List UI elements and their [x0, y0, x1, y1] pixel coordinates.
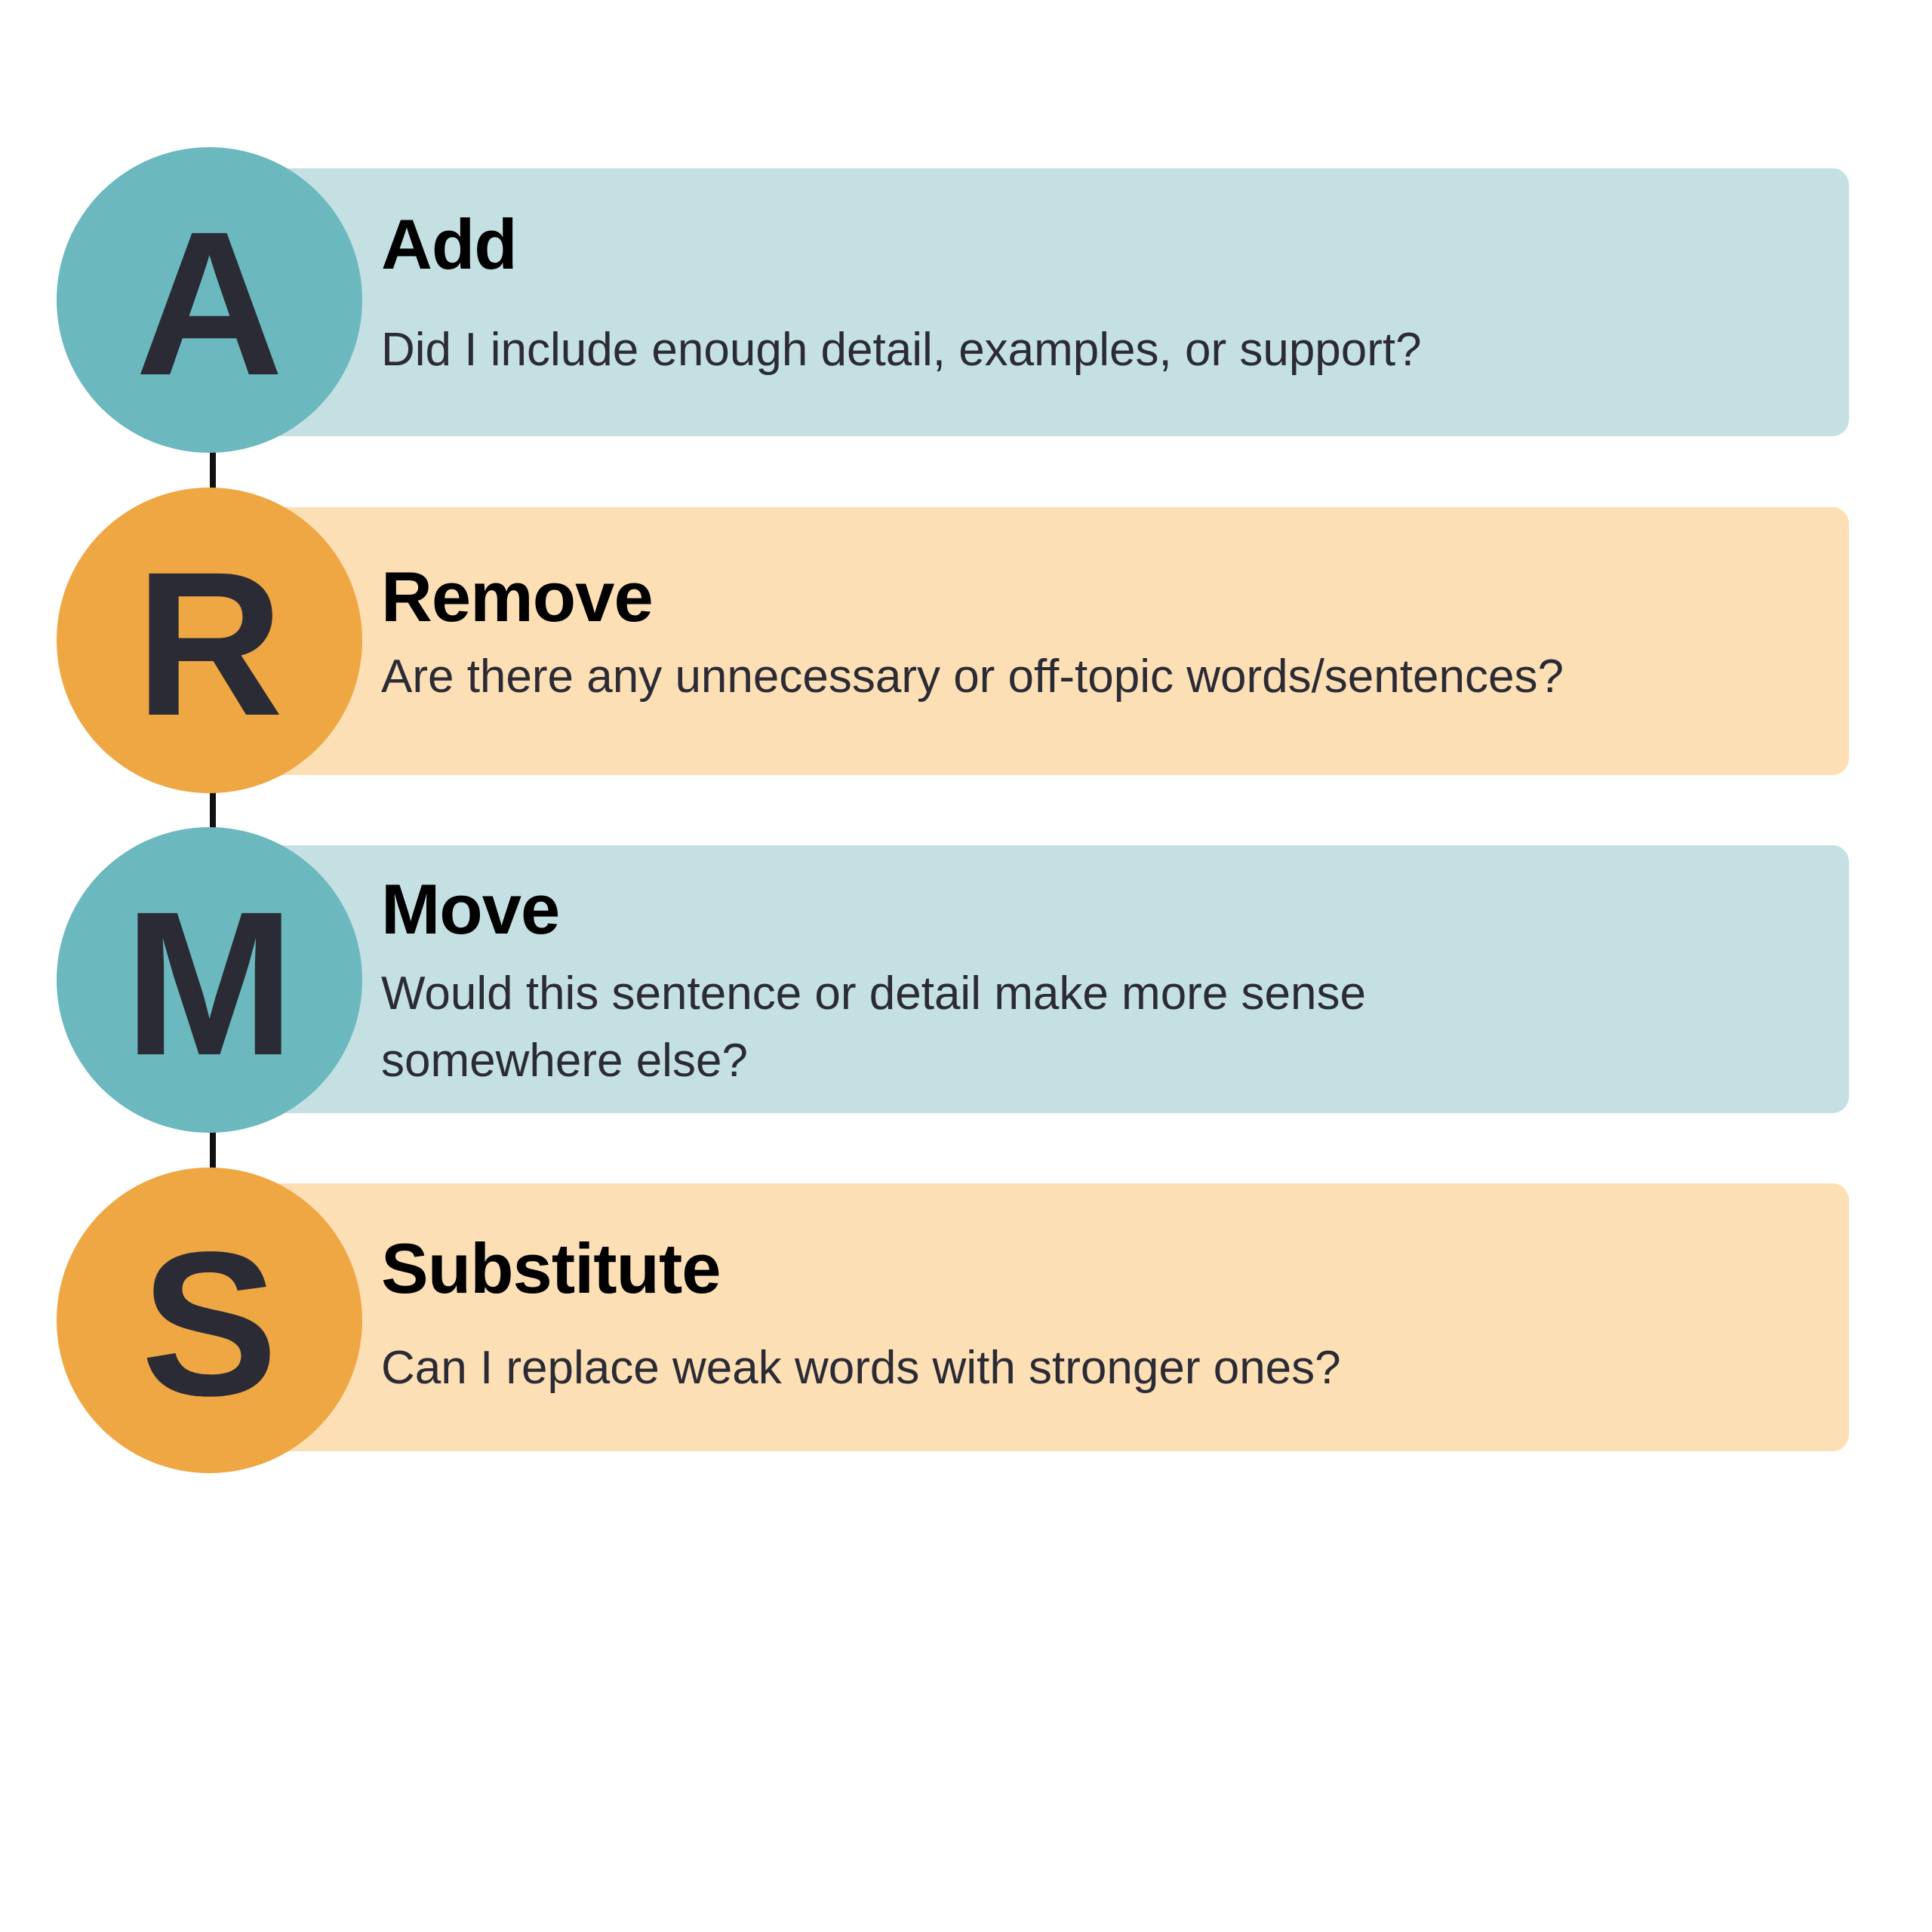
letter-s: S: [140, 1208, 278, 1438]
connector-line-m-s: [210, 1131, 216, 1169]
connector-line-a-r: [210, 451, 216, 489]
connector-line-r-m: [210, 792, 216, 829]
step-question-line-1: Would this sentence or detail make more …: [381, 968, 1366, 1020]
step-substitute-text: Substitute Can I replace weak words with…: [381, 1233, 1826, 1401]
step-question: Did I include enough detail, examples, o…: [381, 324, 1422, 376]
step-question-line-2: somewhere else?: [381, 1035, 748, 1087]
step-title: Substitute: [381, 1229, 721, 1308]
step-title: Move: [381, 869, 560, 949]
step-substitute-badge: S: [57, 1168, 362, 1473]
step-substitute-card: [226, 1183, 1849, 1451]
letter-a: A: [135, 188, 284, 418]
step-move: M Move Would this sentence or detail mak…: [0, 827, 1932, 1137]
step-remove-card: [226, 507, 1849, 775]
step-title: Add: [381, 205, 518, 284]
step-move-card: [226, 845, 1849, 1113]
step-add: A Add Did I include enough detail, examp…: [0, 147, 1932, 457]
step-move-text: Move Would this sentence or detail make …: [381, 874, 1826, 1094]
step-substitute: S Substitute Can I replace weak words wi…: [0, 1168, 1932, 1477]
step-question: Are there any unnecessary or off-topic w…: [381, 651, 1564, 703]
step-remove: R Remove Are there any unnecessary or of…: [0, 488, 1932, 797]
step-add-text: Add Did I include enough detail, example…: [381, 209, 1826, 383]
step-title: Remove: [381, 557, 654, 636]
step-remove-text: Remove Are there any unnecessary or off-…: [381, 561, 1826, 710]
step-question: Can I replace weak words with stronger o…: [381, 1342, 1341, 1394]
letter-m: M: [124, 868, 295, 1098]
step-add-badge: A: [57, 147, 362, 453]
step-move-badge: M: [57, 827, 362, 1133]
letter-r: R: [135, 528, 284, 758]
step-question: Would this sentence or detail make more …: [381, 960, 1826, 1094]
step-remove-badge: R: [57, 488, 362, 793]
step-add-card: [226, 168, 1849, 436]
